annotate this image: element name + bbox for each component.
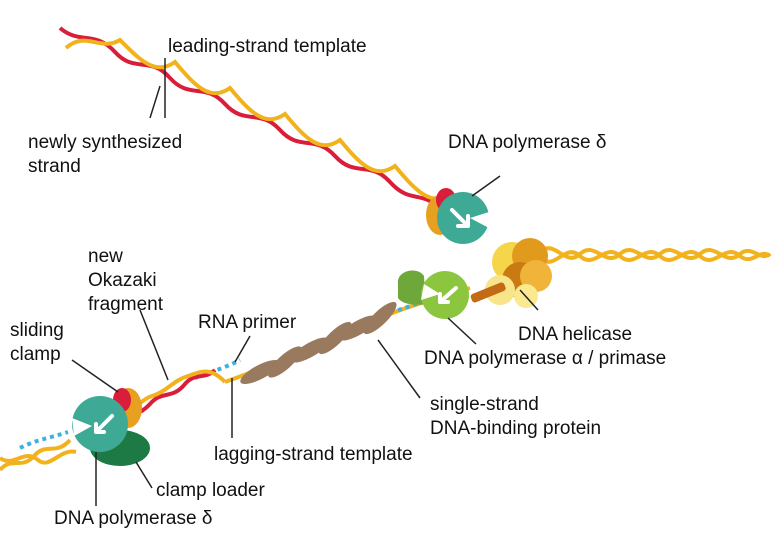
polymerase-alpha-notch [421,284,440,300]
leader-pol-delta-top [471,175,501,197]
label-clamp-loader: clamp loader [156,480,265,501]
label-helicase: DNA helicase [518,324,633,345]
label-leading-template: leading-strand template [168,36,367,57]
polymerase-alpha-primase [397,270,506,319]
lower-polymerase-body [72,396,128,452]
primase-subunit [397,270,426,305]
label-sliding: sliding [10,320,64,341]
leading-strand-duplex [58,26,451,210]
label-rna-primer: RNA primer [198,312,297,333]
label-pol-alpha: DNA polymerase α / primase [424,348,667,369]
leader-clamp-loader [135,461,153,489]
label-clamp: clamp [10,344,61,365]
label-pol-delta-bottom: DNA polymerase δ [54,508,213,529]
leader-ssb [377,339,421,399]
leader-lines [71,58,539,506]
parental-strand-b [538,249,772,264]
lagging-left-strand-b [0,449,77,465]
leading-template-strand [64,37,451,202]
leader-sliding-clamp [71,359,119,393]
polymerase-alpha-arrow [438,286,458,304]
lower-polymerase-delta [72,388,150,466]
upper-polymerase-arrow [450,208,470,228]
upper-polymerase-body [437,192,489,244]
ssb-protein [240,359,280,385]
label-pol-delta-top: DNA polymerase δ [448,132,607,153]
leader-pol-alpha [447,317,477,345]
leader-okazaki [139,309,169,381]
lower-polymerase-arrow [94,414,114,434]
ssb-protein-group [240,301,397,385]
dna-helicase [485,238,552,308]
label-lagging-template: lagging-strand template [214,444,413,465]
label-newly-synthesized-strand: strand [28,156,81,177]
label-new: new [88,246,123,267]
leader-rna-primer [234,335,251,363]
parental-duplex [538,246,772,264]
rna-primer-left [19,430,69,450]
label-newly-synthesized: newly synthesized [28,132,183,153]
label-ss-binding-1: single-strand [430,394,539,415]
upper-polymerase-delta [426,188,489,244]
label-fragment: fragment [88,294,163,315]
label-ss-binding-2: DNA-binding protein [430,418,602,439]
ssb-protein [363,301,397,335]
label-okazaki: Okazaki [88,270,157,291]
ssb-protein [290,337,330,363]
helicase-subunit [520,260,552,292]
leading-new-strand [58,26,442,210]
lower-polymerase-notch [72,418,92,436]
leader-helicase [519,289,539,311]
helicase-connector [470,282,506,303]
ssb-protein [318,321,352,355]
upper-polymerase-notch [470,212,489,228]
leader-newly-synthesized [149,85,161,119]
